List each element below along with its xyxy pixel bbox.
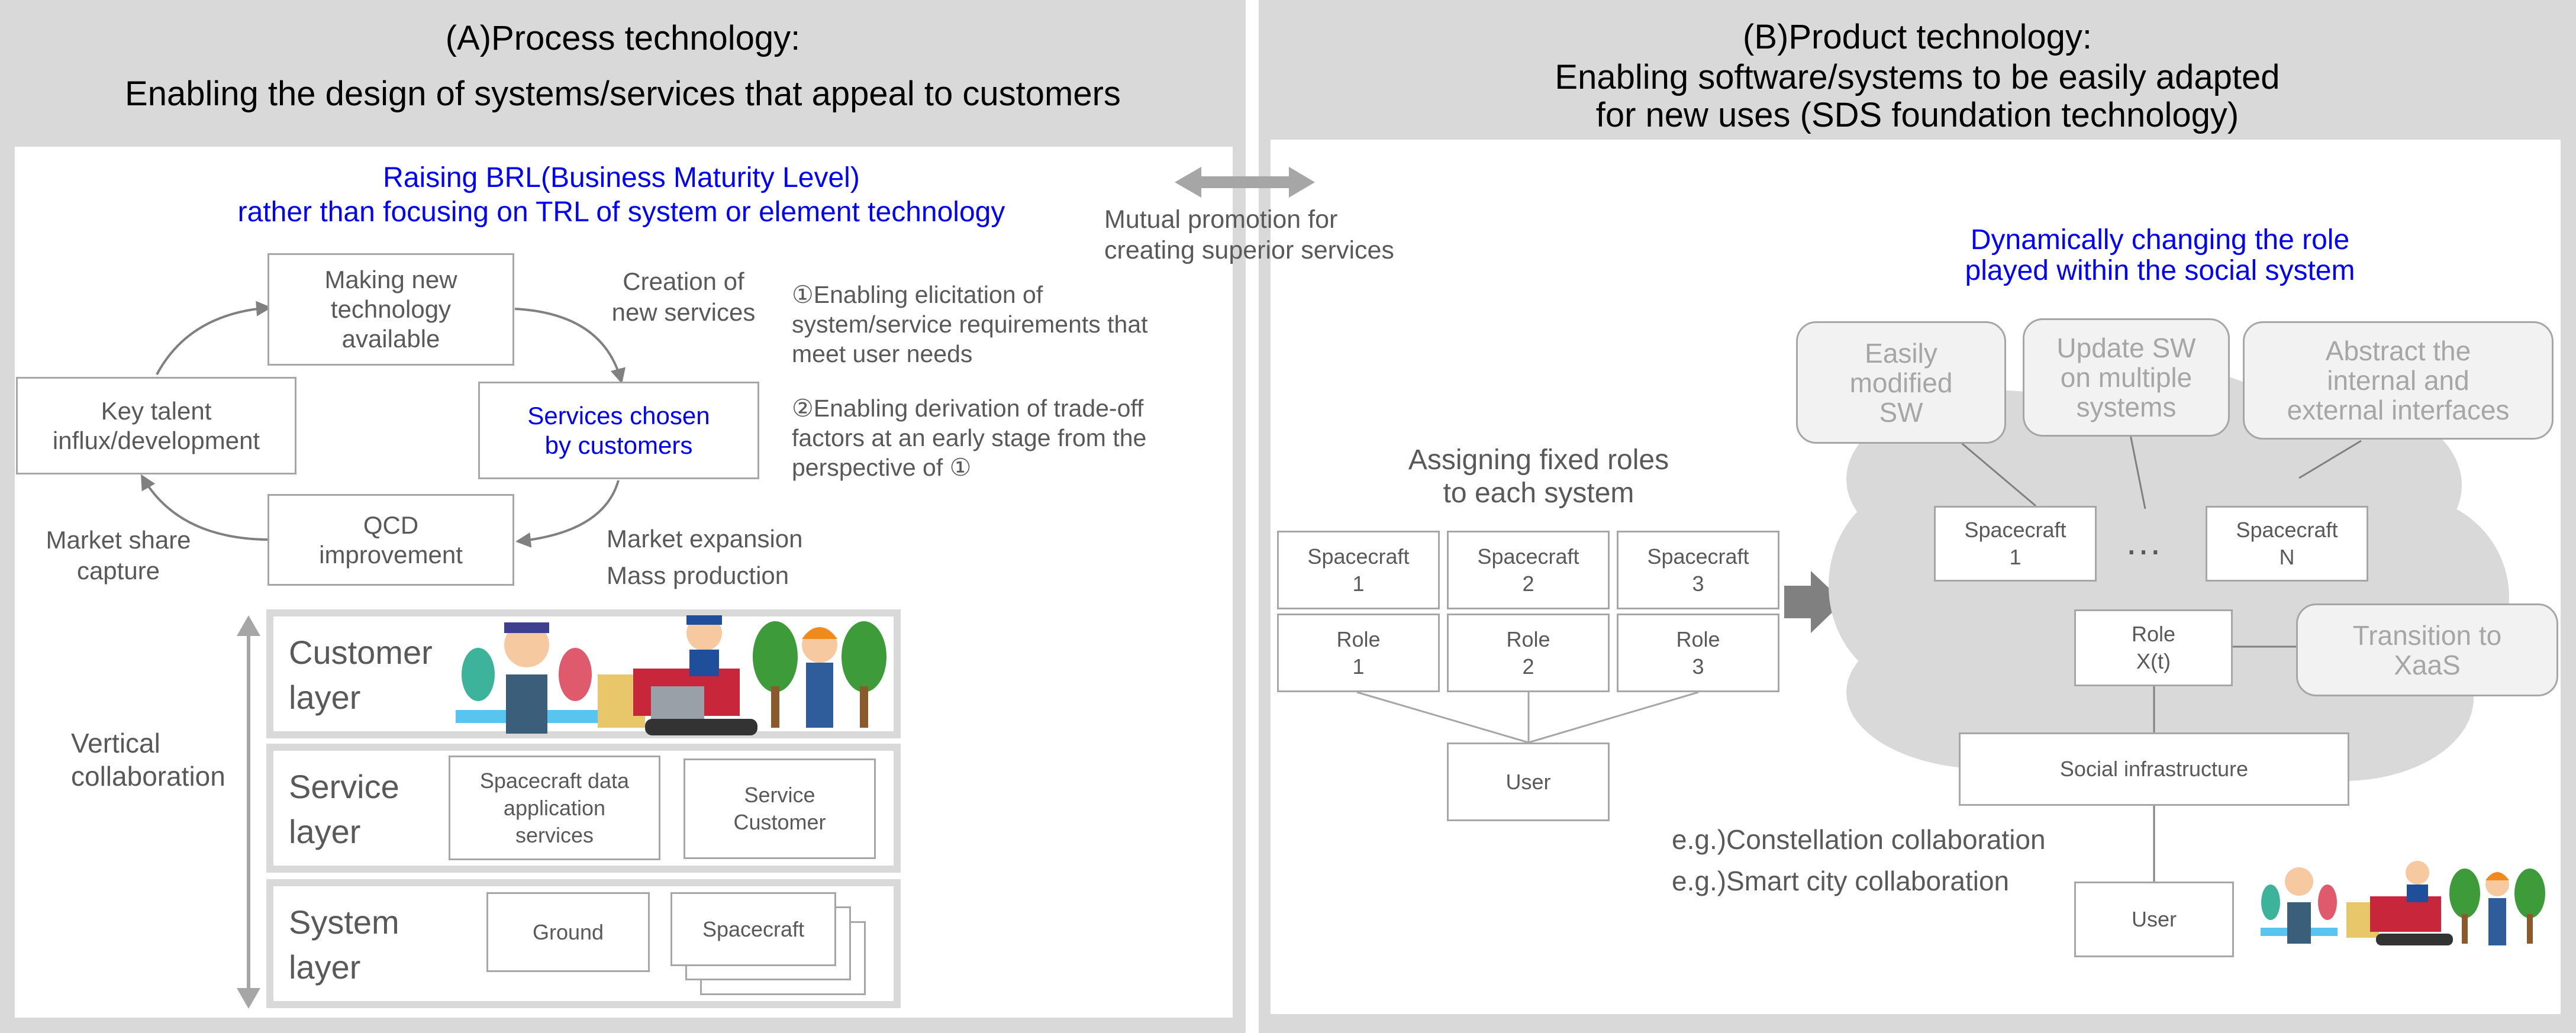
harvester-icon	[598, 615, 757, 735]
harvester-small-icon	[2346, 861, 2453, 945]
example-constellation: e.g.)Constellation collaboration	[1672, 824, 2046, 855]
social-infrastructure-box: Social infrastructure	[1959, 732, 2349, 806]
transition-arrow	[1784, 571, 1843, 633]
panel-b-title-line2: Enabling software/systems to be easily a…	[1555, 58, 2280, 96]
fixed-user-box: User	[1447, 743, 1610, 821]
example-smart-city: e.g.)Smart city collaboration	[1672, 866, 2010, 896]
cycle-arrow-top-left	[156, 301, 272, 375]
ellipsis-dots: …	[2124, 520, 2162, 563]
cycle-arrow-bottom-left	[141, 474, 268, 541]
brl-heading-line1: Raising BRL(Business Maturity Level)	[383, 162, 860, 193]
fisherman-small-icon	[2261, 867, 2338, 944]
forest-ranger-icon	[753, 621, 886, 728]
user-illustrations	[2261, 861, 2545, 945]
dynamic-heading-line2: played within the social system	[1965, 255, 2355, 286]
customer-illustrations	[456, 615, 886, 735]
panel-a-title-line1: (A)Process technology:	[445, 19, 801, 57]
fisherman-icon	[456, 622, 598, 734]
forest-ranger-small-icon	[2449, 869, 2545, 945]
panel-a-title-line2: Enabling the design of systems/services …	[125, 75, 1121, 113]
panel-b-title-line3: for new uses (SDS foundation technology)	[1595, 96, 2239, 134]
spacecraft-box: Spacecraft	[670, 892, 836, 966]
dynamic-user-box: User	[2074, 882, 2234, 957]
brl-heading-line2: rather than focusing on TRL of system or…	[237, 196, 1005, 228]
panel-b-title-line1: (B)Product technology:	[1743, 18, 2092, 56]
cycle-arrow-bottom-right	[515, 480, 620, 548]
mutual-arrow	[1175, 167, 1315, 198]
cycle-arrow-top-right	[514, 308, 626, 384]
dynamic-heading-line1: Dynamically changing the role	[1970, 224, 2350, 256]
ground-box: Ground	[486, 892, 650, 972]
